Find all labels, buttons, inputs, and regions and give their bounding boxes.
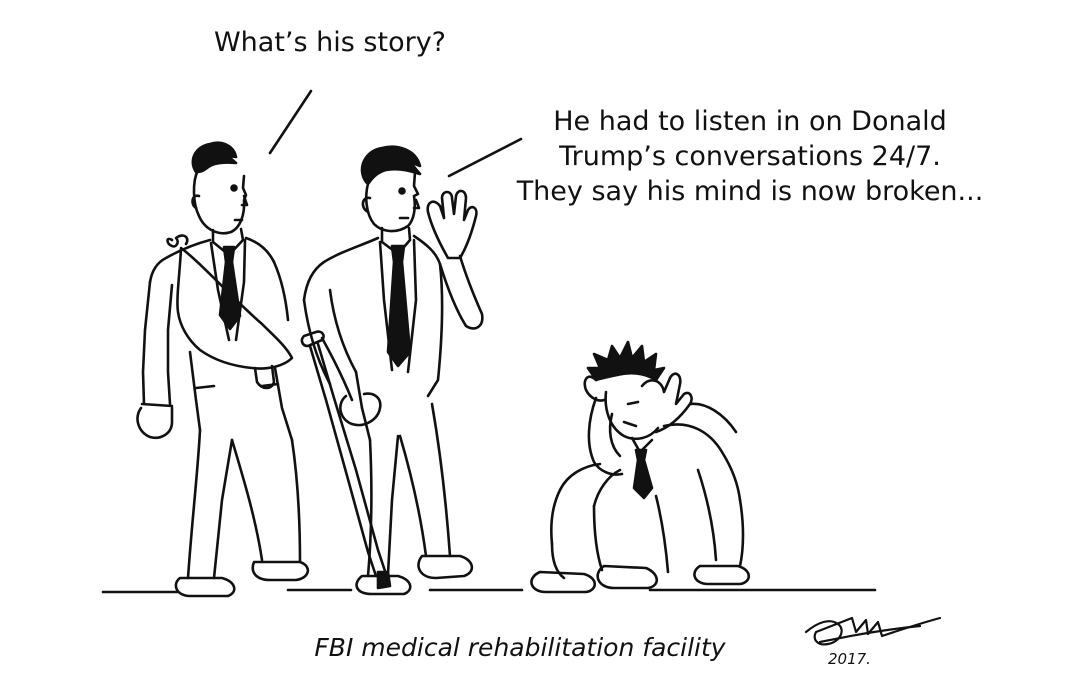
ground-line <box>101 588 877 594</box>
speech-text-answer-line-1: He had to listen in on Donald <box>553 106 947 137</box>
man-with-arm-sling <box>136 141 310 598</box>
speech-pointer-1 <box>268 89 313 155</box>
seated-man-head-in-hands <box>530 340 751 594</box>
signature-year: 2017. <box>828 650 871 668</box>
signature-scrawl <box>804 616 942 646</box>
cartoon-caption: FBI medical rehabilitation facility <box>314 633 726 662</box>
man-with-crutch <box>300 145 484 596</box>
speech-bubble-question: What’s his story? <box>140 25 520 60</box>
speech-text-answer-line-3: They say his mind is now broken... <box>516 176 984 207</box>
speech-pointer-2 <box>447 137 523 178</box>
speech-bubble-answer: He had to listen in on Donald Trump’s co… <box>490 104 1010 209</box>
artist-signature: 2017. <box>828 650 871 668</box>
speech-text-question: What’s his story? <box>213 27 447 58</box>
speech-text-answer-line-2: Trump’s conversations 24/7. <box>559 141 941 172</box>
